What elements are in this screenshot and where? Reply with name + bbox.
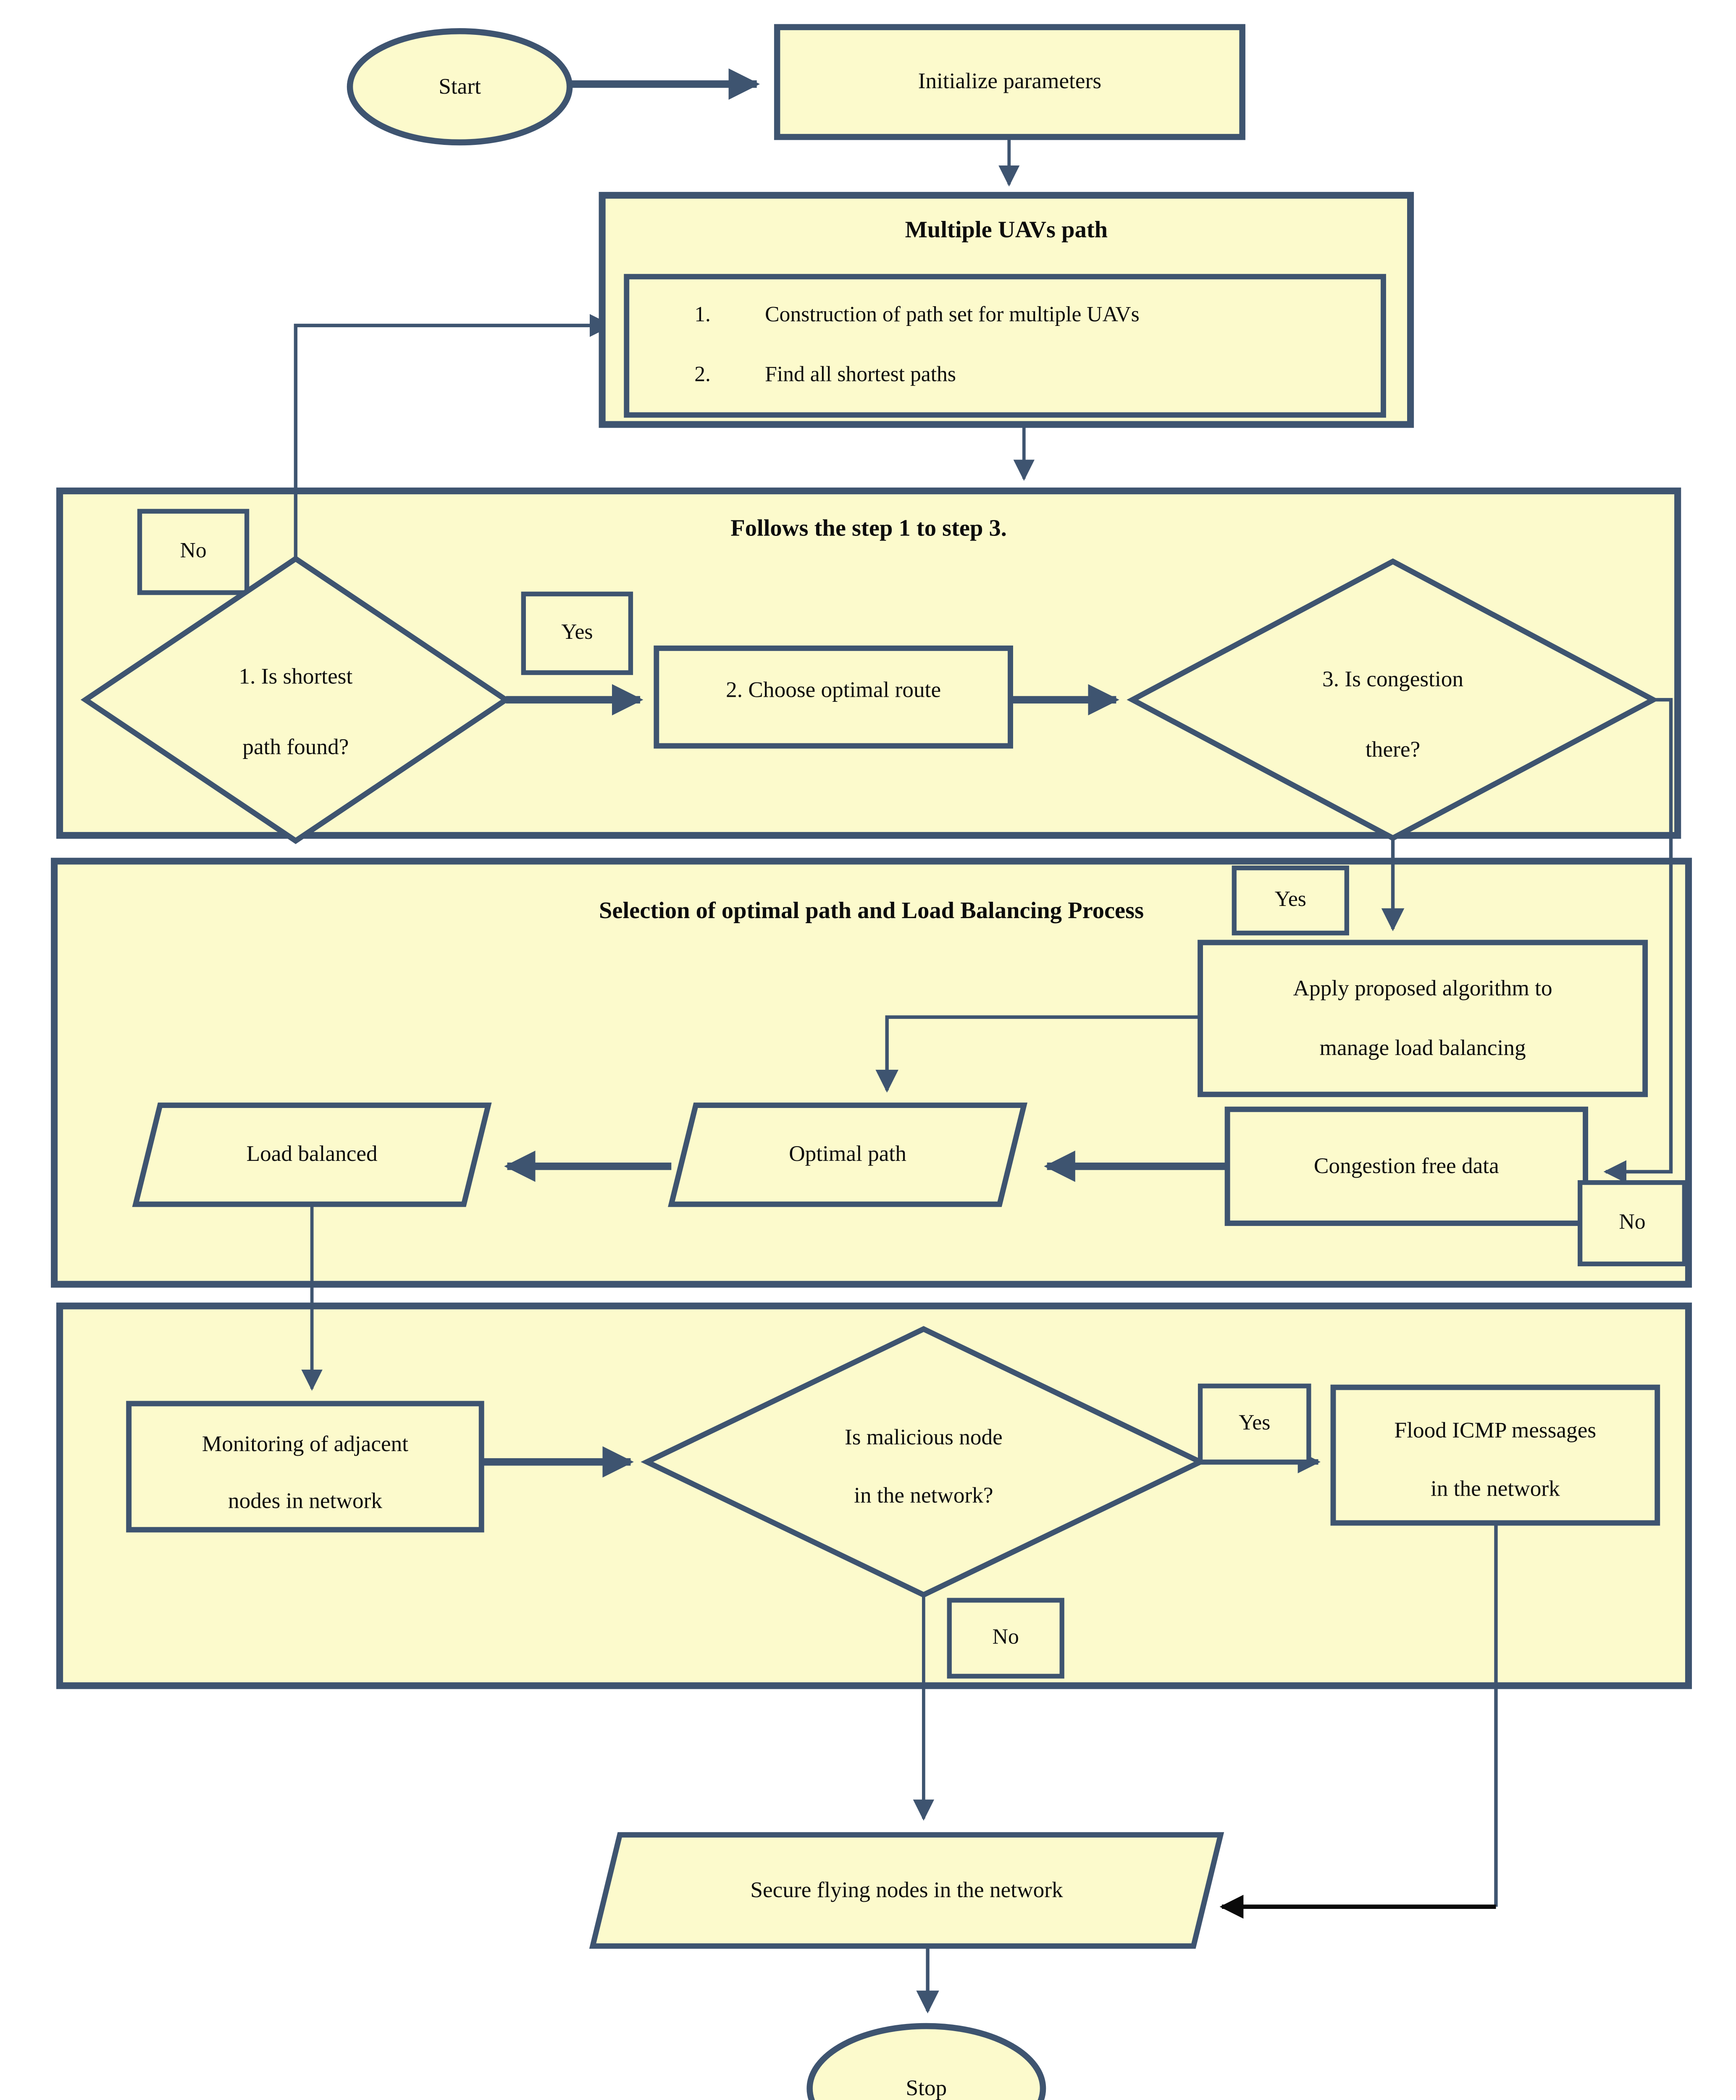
no3-label-box [947,1598,1064,1679]
multiple-uavs-inner-box [624,274,1386,418]
congestion-diamond [1127,558,1659,841]
arrow-congestion-no-to-congestion-free [1603,698,1673,1184]
yes2-label-box [1232,865,1349,936]
start-ellipse [347,28,573,146]
congestion-free-box [1224,1106,1589,1226]
optimal-path-parallelogram [668,1102,1028,1207]
choose-route-box [654,645,1013,749]
stop-ellipse [806,2023,1046,2100]
no2-label-box [1578,1180,1687,1266]
arrow-no-feedback-to-uav [294,314,613,559]
yes1-label-box [521,591,633,675]
secure-nodes-parallelogram [589,1832,1224,1949]
shortest-path-diamond [80,555,511,844]
yes3-label-box [1198,1383,1311,1465]
apply-algorithm-box [1198,940,1648,1097]
monitoring-box [126,1401,484,1533]
arrow-apply-to-optimal [875,1015,1200,1093]
malicious-node-diamond [641,1326,1207,1598]
no1-label-box [137,509,250,595]
flood-icmp-box [1330,1384,1660,1526]
load-balanced-parallelogram [132,1102,492,1207]
init-parameters-box [774,24,1245,140]
